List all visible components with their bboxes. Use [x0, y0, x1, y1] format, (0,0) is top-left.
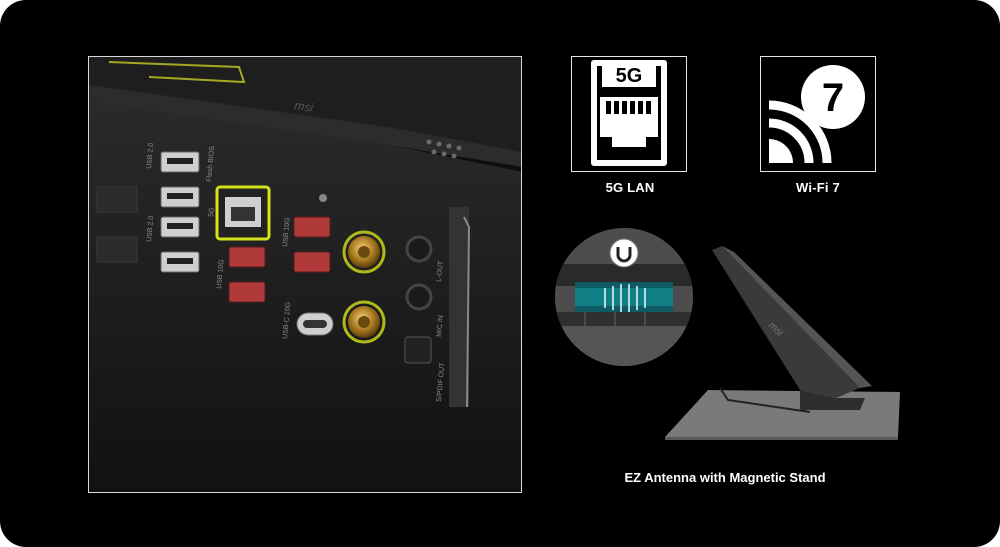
antenna-connector-bottom	[342, 300, 386, 344]
magnet-closeup-image	[555, 228, 693, 366]
port-label: MIC IN	[436, 315, 445, 337]
port-label: 5G	[208, 207, 216, 217]
rear-io-panel-image: msi	[88, 56, 522, 493]
magnet-icon	[609, 238, 639, 268]
port-label: Flash BIOS	[206, 146, 216, 183]
port-label: S/PDIF OUT	[436, 362, 446, 402]
wifi-badge-text: 7	[822, 76, 844, 120]
wifi-7-icon: 7	[760, 56, 876, 172]
lan-feature-label: 5G LAN	[605, 180, 655, 195]
port-label: USB 2.0	[146, 142, 155, 169]
lan-badge-text: 5G	[616, 65, 643, 87]
shroud-brand-text: msi	[294, 98, 315, 115]
antenna-stand-image: msi	[650, 240, 910, 450]
port-label: USB 10G	[282, 217, 292, 247]
port-label: L-OUT	[436, 260, 445, 282]
port-label: USB 2.0	[146, 215, 155, 242]
ethernet-port-icon: 5G	[571, 56, 687, 172]
port-label: USB-C 10G	[282, 302, 292, 339]
antenna-connector-top	[342, 230, 386, 274]
port-label: USB 10G	[216, 259, 226, 289]
antenna-caption: EZ Antenna with Magnetic Stand	[624, 470, 826, 485]
wifi-feature-label: Wi-Fi 7	[796, 180, 840, 195]
